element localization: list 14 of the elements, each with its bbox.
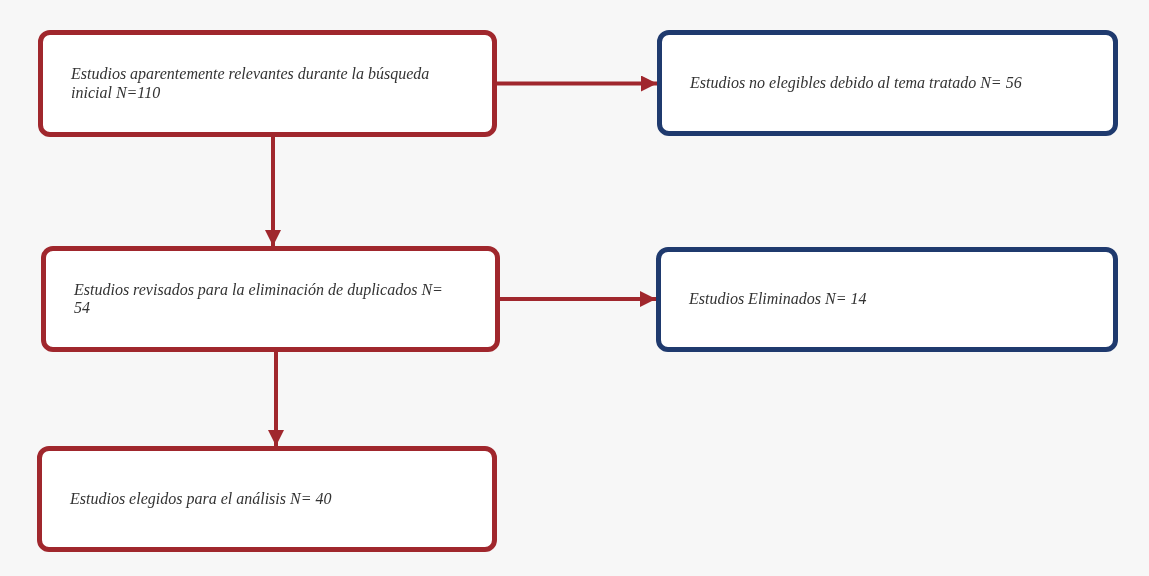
box-text: Estudios no elegibles debido al tema tratado N= 56 (690, 73, 1023, 93)
arrow (497, 75, 657, 92)
exclusion-box (656, 247, 1118, 352)
arrow (268, 352, 284, 446)
box-text: Estudios revisados para la eliminación de duplicados N= 54 (74, 280, 444, 318)
exclusion-box (657, 30, 1118, 136)
box-text: Estudios Eliminados N= 14 (689, 290, 868, 309)
process-box (41, 246, 500, 352)
process-box (38, 30, 497, 137)
arrow (265, 137, 281, 246)
arrow (500, 291, 656, 307)
process-box (37, 446, 497, 552)
box-text: Estudios aparentemente relevantes durante la búsqueda inicial N=110 (71, 65, 431, 102)
box-text: Estudios elegidos para el análisis N= 40 (70, 489, 333, 509)
